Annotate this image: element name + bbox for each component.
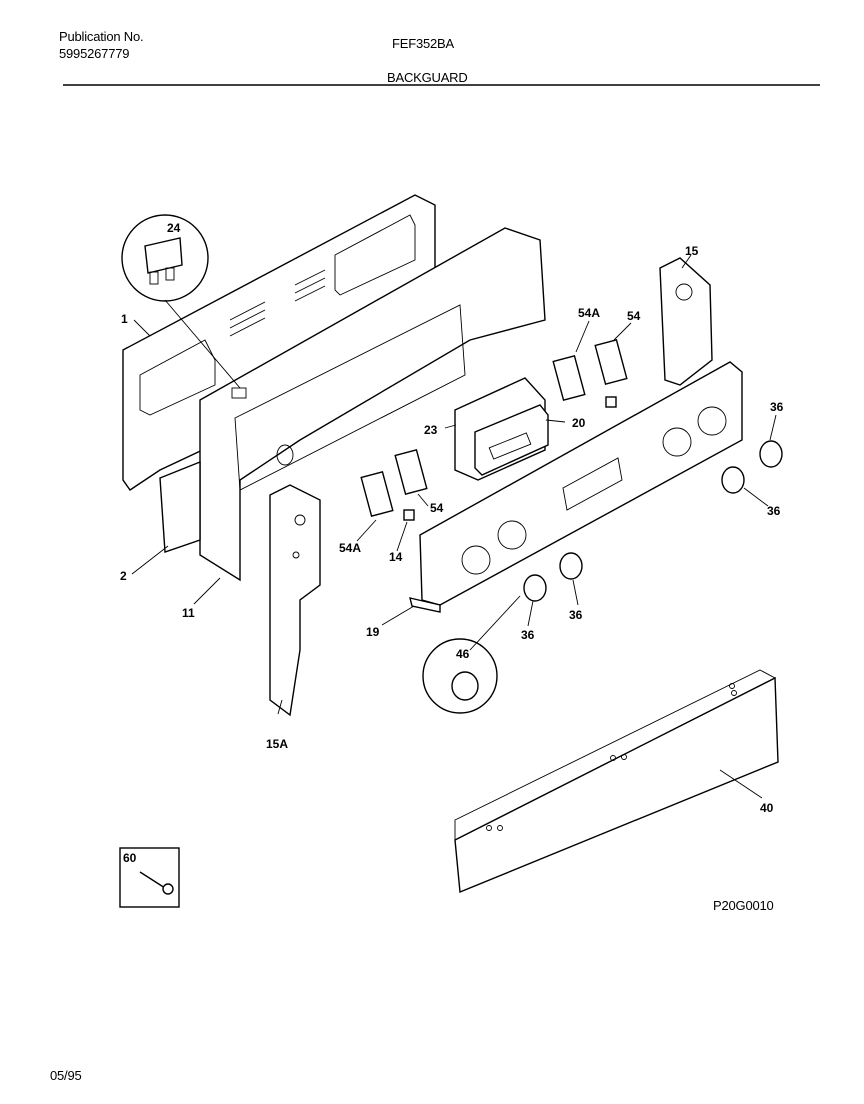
callout-54-top: 54 [627, 309, 641, 323]
callout-23: 23 [424, 423, 438, 437]
publication-label: Publication No. [59, 29, 144, 44]
callout-labels: 1 2 11 14 15 15A 19 20 23 24 36 36 36 36… [120, 221, 784, 865]
trim-part-40 [454, 669, 779, 894]
callout-40: 40 [760, 801, 774, 815]
figure-id: P20G0010 [713, 898, 774, 913]
callout-54a-top: 54A [578, 306, 600, 320]
callout-1: 1 [121, 312, 128, 326]
callout-15: 15 [685, 244, 699, 258]
callout-15a: 15A [266, 737, 288, 751]
control-knobs-part-36 [523, 440, 783, 602]
callout-36-left: 36 [521, 628, 535, 642]
callout-36-center: 36 [569, 608, 583, 622]
clock-part-20-23 [454, 377, 549, 481]
model-number: FEF352BA [392, 36, 454, 51]
switches-54-54a [360, 338, 628, 521]
callout-2: 2 [120, 569, 127, 583]
section-title: BACKGUARD [387, 70, 468, 85]
screw-inset-60 [119, 847, 180, 908]
end-bracket-part-15a [269, 484, 321, 717]
callout-36-right: 36 [767, 504, 781, 518]
publication-number: 5995267779 [59, 46, 130, 61]
callout-20: 20 [572, 416, 586, 430]
callout-54-bottom: 54 [430, 501, 444, 515]
callout-46: 46 [456, 647, 470, 661]
rocker-switch-detail-24 [121, 214, 209, 302]
callout-24: 24 [167, 221, 181, 235]
callout-54a-bottom: 54A [339, 541, 361, 555]
revision-date: 05/95 [50, 1068, 82, 1083]
callout-60: 60 [123, 851, 137, 865]
backguard-housing-part-11 [199, 227, 546, 582]
leader-lines [131, 254, 777, 799]
callout-14: 14 [389, 550, 403, 564]
bracket-part-2 [159, 460, 201, 553]
callout-11: 11 [182, 606, 195, 620]
callout-19: 19 [366, 625, 380, 639]
end-bracket-part-15 [659, 257, 713, 386]
callout-36-top: 36 [770, 400, 784, 414]
knob-detail-46 [422, 638, 498, 714]
control-panel-part-19 [409, 361, 743, 613]
